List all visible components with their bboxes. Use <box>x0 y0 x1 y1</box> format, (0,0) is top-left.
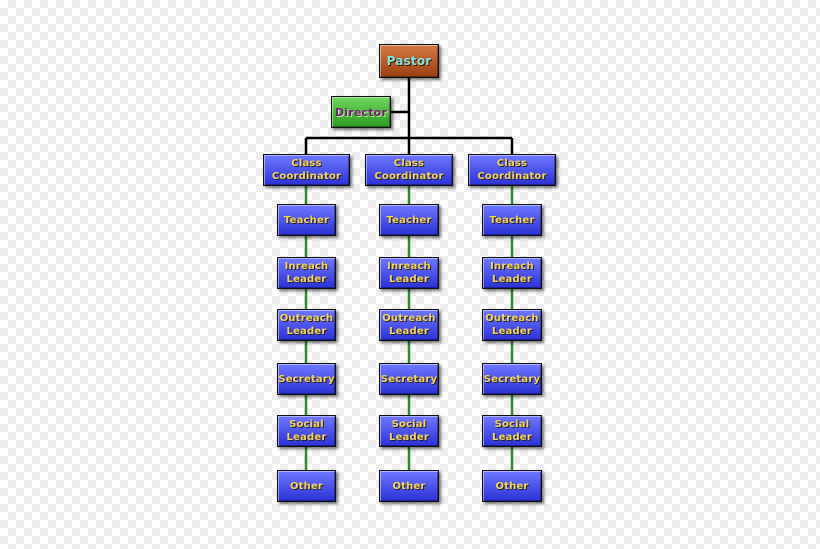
other-node-3: Other <box>482 470 542 502</box>
other-node-2: Other <box>379 470 439 502</box>
pastor-node: Pastor <box>379 44 439 78</box>
inreach-leader-node-2: Inreach Leader <box>379 257 439 289</box>
social-leader-node-2: Social Leader <box>379 415 439 447</box>
secretary-node-1: Secretary <box>277 363 336 395</box>
inreach-leader-node-3: Inreach Leader <box>482 257 542 289</box>
class-coordinator-node-3: Class Coordinator <box>468 154 556 186</box>
class-coordinator-node-2: Class Coordinator <box>365 154 453 186</box>
secretary-node-3: Secretary <box>482 363 542 395</box>
secretary-node-2: Secretary <box>379 363 439 395</box>
social-leader-node-1: Social Leader <box>277 415 336 447</box>
outreach-leader-node-3: Outreach Leader <box>482 309 542 341</box>
outreach-leader-node-2: Outreach Leader <box>379 309 439 341</box>
social-leader-node-3: Social Leader <box>482 415 542 447</box>
teacher-node-1: Teacher <box>277 204 336 236</box>
teacher-node-2: Teacher <box>379 204 439 236</box>
outreach-leader-node-1: Outreach Leader <box>277 309 336 341</box>
other-node-1: Other <box>277 470 336 502</box>
class-coordinator-node-1: Class Coordinator <box>263 154 350 186</box>
teacher-node-3: Teacher <box>482 204 542 236</box>
director-node: Director <box>331 96 391 128</box>
inreach-leader-node-1: Inreach Leader <box>277 257 336 289</box>
